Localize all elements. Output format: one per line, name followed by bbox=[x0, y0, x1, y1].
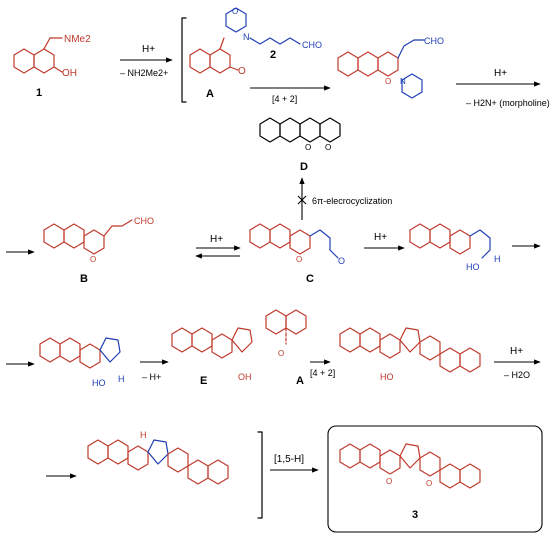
step-2-arrow: [4 + 2] bbox=[250, 85, 331, 104]
step-cyclo2-arrow: [4 + 2] bbox=[310, 359, 335, 378]
shift-arrow: [1,5-H] bbox=[270, 454, 319, 473]
compound-1-label: 1 bbox=[36, 87, 42, 99]
shift-label: [1,5-H] bbox=[274, 454, 304, 465]
cation-h: H bbox=[118, 374, 125, 384]
d-o1: O bbox=[305, 143, 311, 152]
adduct-o: O bbox=[385, 77, 391, 86]
step-c-arrow: H+ bbox=[364, 232, 405, 251]
step-3-arrow: H+ – H2N+ (morpholine) bbox=[456, 68, 550, 108]
nme2-label: NMe2 bbox=[64, 34, 91, 45]
compound-2-cho: CHO bbox=[302, 40, 322, 50]
product-label: 3 bbox=[412, 509, 418, 521]
compound-2: O N CHO 2 bbox=[225, 7, 322, 61]
compound-c: O O C bbox=[249, 223, 345, 285]
compound-2-label: 2 bbox=[270, 49, 276, 61]
product-box bbox=[327, 425, 543, 533]
dehydration-acid: H+ bbox=[510, 346, 523, 357]
product-o1: O bbox=[386, 477, 392, 486]
b-cho: CHO bbox=[134, 216, 154, 226]
adduct-cho: CHO bbox=[424, 36, 444, 46]
step-2-label: [4 + 2] bbox=[272, 94, 297, 104]
second-a: O A bbox=[265, 309, 307, 387]
pre-shift-intermediate: H bbox=[87, 430, 229, 485]
a-label: A bbox=[206, 88, 214, 100]
a-carbonyl: O bbox=[238, 66, 246, 77]
pre-shift-h: H bbox=[140, 430, 147, 440]
step-1-arrow: H+ – NH2Me2+ bbox=[120, 44, 173, 78]
c-label: C bbox=[306, 273, 314, 285]
cation-ho: HO bbox=[92, 378, 106, 388]
intermediate-a: O A bbox=[189, 37, 246, 100]
electrocyclization-label: 6π-elecrocyclization bbox=[312, 196, 392, 206]
b-label: B bbox=[80, 273, 88, 285]
b-o: O bbox=[90, 255, 96, 264]
cyclized-cation: HO H bbox=[39, 337, 125, 388]
adduct-intermediate: O CHO N bbox=[337, 36, 444, 99]
d-label: D bbox=[300, 161, 308, 173]
equilibrium-arrow: H+ bbox=[195, 234, 241, 259]
step-1-acid: H+ bbox=[142, 44, 155, 55]
dehydration-loss: – H2O bbox=[504, 370, 530, 380]
step-cyclo2-label: [4 + 2] bbox=[310, 368, 335, 378]
second-a-o: O bbox=[278, 349, 284, 358]
c-o2: O bbox=[338, 256, 345, 266]
step-1-loss: – NH2Me2+ bbox=[120, 68, 168, 78]
step-3-loss: – H2N+ (morpholine) bbox=[466, 98, 550, 108]
electrocyclization-arrow: 6π-elecrocyclization bbox=[297, 177, 392, 220]
protonated-ho: HO bbox=[466, 262, 480, 272]
adduct-n: N bbox=[400, 77, 406, 86]
compound-1: NMe2 OH 1 bbox=[13, 34, 91, 99]
compound-e: OH E bbox=[171, 327, 253, 387]
morph-o: O bbox=[232, 7, 238, 16]
dehydration-arrow: H+ – H2O bbox=[494, 346, 541, 380]
protonated-h: H bbox=[494, 254, 501, 264]
compound-2-n: N bbox=[243, 32, 250, 42]
e-oh: OH bbox=[238, 372, 252, 382]
second-a-label: A bbox=[296, 375, 304, 387]
oh-label: OH bbox=[62, 68, 77, 79]
compound-d: O O D bbox=[259, 117, 341, 173]
d-o2: O bbox=[325, 143, 331, 152]
deprotonation-arrow: – H+ bbox=[140, 359, 169, 382]
compound-b: O CHO B bbox=[43, 216, 154, 285]
product-3: O O 3 bbox=[339, 443, 481, 521]
step-c-acid: H+ bbox=[374, 232, 387, 243]
product-o2: O bbox=[426, 479, 432, 488]
equilibrium-acid: H+ bbox=[210, 234, 223, 245]
protonated-intermediate: HO H bbox=[409, 223, 501, 272]
deprotonation-label: – H+ bbox=[142, 372, 161, 382]
c-o: O bbox=[296, 255, 302, 264]
hemiketal-ho: HO bbox=[380, 372, 394, 382]
step-3-acid: H+ bbox=[494, 68, 507, 79]
e-label: E bbox=[200, 375, 207, 387]
hemiketal-intermediate: HO bbox=[339, 327, 481, 382]
